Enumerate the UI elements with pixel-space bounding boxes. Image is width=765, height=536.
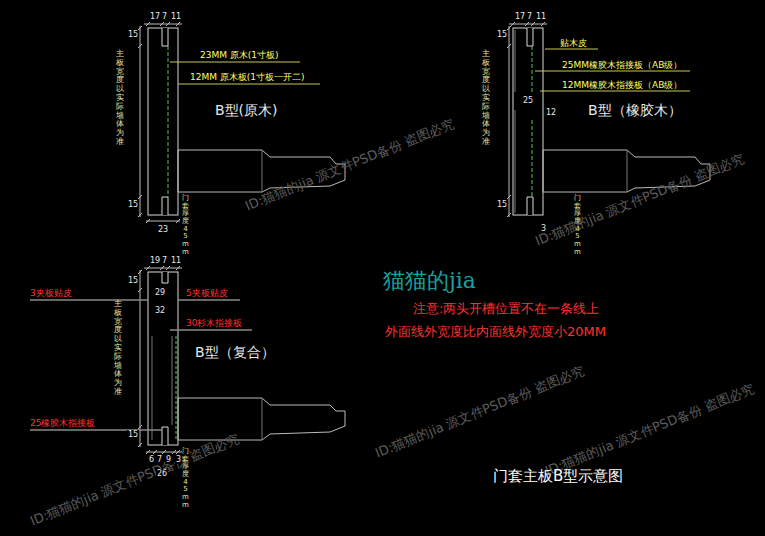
- material-label: 25MM橡胶木指接板（AB级）: [562, 60, 682, 70]
- dimension-text: 7: [161, 256, 168, 265]
- width-note: 主板宽度以实际墙体为准: [482, 50, 490, 147]
- dimension-text: 15: [127, 430, 139, 439]
- watermark: ID:猫猫的jia 源文件PSD备份 盗图必究: [543, 381, 756, 479]
- dimension-text: 29: [154, 288, 166, 297]
- type-title: B型（复合）: [195, 344, 275, 360]
- material-label: 5夹板贴皮: [186, 288, 228, 298]
- dimension-text: 15: [496, 200, 508, 209]
- dimension-text: 19: [149, 256, 161, 265]
- material-label: 贴木皮: [560, 38, 587, 48]
- watermark: ID:猫猫的jia 源文件PSD备份 盗图必究: [243, 116, 456, 214]
- material-label: 3夹板贴皮: [30, 288, 72, 298]
- dimension-text: 3: [540, 224, 547, 233]
- dimension-text: 17: [149, 12, 161, 21]
- thickness-note: 门套厚度45mm: [182, 195, 189, 257]
- material-label: 12MM 原木板(1寸板一开二): [190, 72, 305, 82]
- dimension-text: 9: [165, 455, 172, 464]
- material-label: 23MM 原木(1寸板): [200, 50, 279, 60]
- dimension-text: 11: [170, 256, 182, 265]
- figure-caption: 门套主板B型示意图: [493, 468, 623, 485]
- dimension-text: 11: [170, 12, 182, 21]
- dimension-text: 26: [156, 469, 168, 478]
- dimension-text: 7: [161, 12, 168, 21]
- dimension-text: 32: [154, 306, 166, 315]
- dimension-text: 23: [157, 225, 169, 234]
- thickness-note: 门套厚度45mm: [182, 448, 189, 510]
- dimension-text: 17: [514, 12, 526, 21]
- warning-note: 外面线外宽度比内面线外宽度小20MM: [385, 325, 606, 340]
- dimension-text: 15: [127, 30, 139, 39]
- type-title: B型（橡胶木）: [588, 102, 682, 118]
- dimension-text: 11: [535, 12, 547, 21]
- material-label: 12MM橡胶木指接板（AB级）: [562, 80, 682, 90]
- author-mark: 猫猫的jia: [383, 268, 476, 293]
- dimension-text: 15: [496, 30, 508, 39]
- material-label: 25橡胶木指接板: [30, 418, 95, 428]
- dimension-text: 25: [522, 96, 534, 105]
- watermark: ID:猫猫的jia 源文件PSD备份 盗图必究: [373, 363, 586, 461]
- watermark: ID:猫猫的jia 源文件PSD备份 盗图必究: [533, 151, 746, 249]
- warning-note: 注意:两头开槽位置不在一条线上: [413, 302, 599, 317]
- watermark: ID:猫猫的jia 源文件PSD备份 盗图必究: [28, 431, 241, 529]
- thickness-note: 门套厚度45mm: [574, 195, 581, 257]
- dimension-text: 7: [156, 455, 163, 464]
- type-title: B型(原木): [215, 102, 278, 118]
- dimension-text: 7: [526, 12, 533, 21]
- dimension-text: 3: [175, 455, 182, 464]
- width-note: 主板宽度以实际墙体为准: [116, 50, 124, 147]
- dimension-text: 12: [545, 108, 557, 117]
- dimension-text: 15: [127, 276, 139, 285]
- width-note: 主板宽度以实际墙体为准: [114, 300, 122, 397]
- material-label: 30杉木指接板: [186, 318, 242, 328]
- dimension-text: 6: [148, 455, 155, 464]
- dimension-text: 15: [127, 200, 139, 209]
